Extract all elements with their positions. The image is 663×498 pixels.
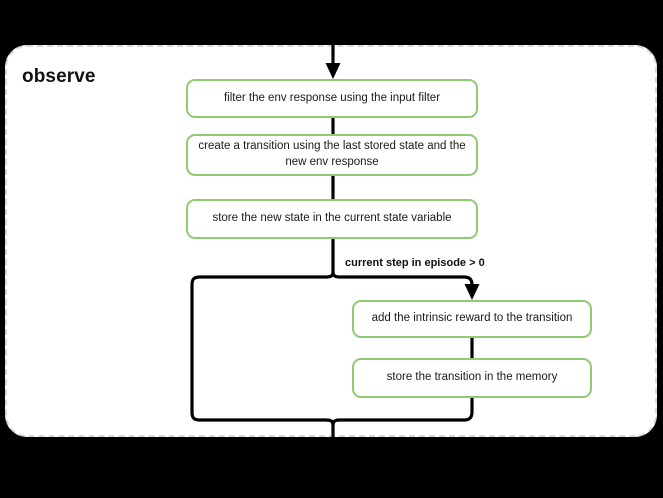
node-label: create a transition using the last store… [198,140,466,168]
arrowhead-entry [325,63,341,79]
node-create-transition[interactable]: create a transition using the last store… [186,134,478,176]
node-label: store the transition in the memory [386,371,558,384]
node-label: add the intrinsic reward to the transiti… [371,312,573,325]
node-store-new-state[interactable]: store the new state in the current state… [186,199,478,239]
node-add-intrinsic-reward[interactable]: add the intrinsic reward to the transiti… [352,300,592,338]
wire-n5-rejoin [331,398,474,426]
wire-bypass-left [190,271,335,426]
node-label: store the new state in the current state… [212,212,452,225]
page-title: observe [22,66,96,87]
arrowhead-n4 [464,284,480,300]
node-label: filter the env response using the input … [223,91,441,104]
edge-label-current-step-condition: current step in episode > 0 [345,257,485,269]
node-filter-env-response[interactable]: filter the env response using the input … [186,79,478,118]
wire-branch-right [331,271,474,289]
node-store-transition-memory[interactable]: store the transition in the memory [352,358,592,398]
